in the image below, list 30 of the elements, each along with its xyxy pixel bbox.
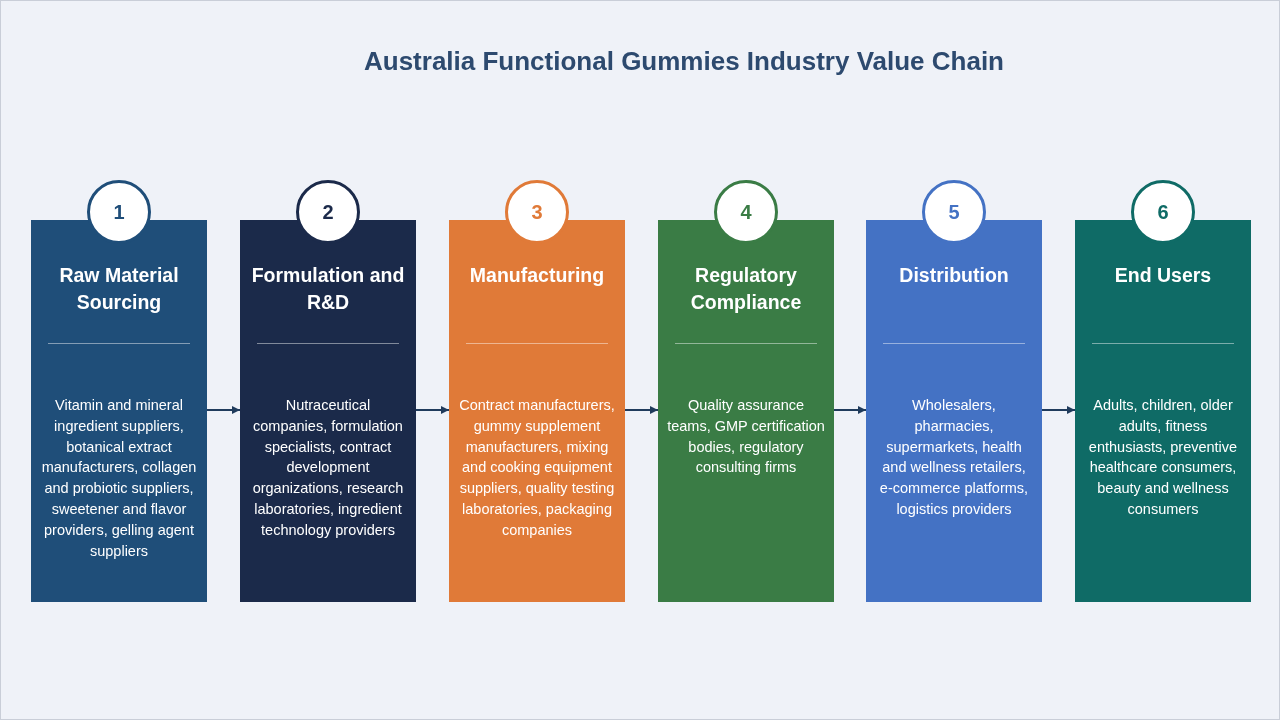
stage-title: Formulation and R&D bbox=[250, 263, 406, 315]
stage-description: Adults, children, older adults, fitness enthusiasts, preventive healthcare consumers, beauty and wellness consumers bbox=[1087, 396, 1239, 519]
stage-title: Raw Material Sourcing bbox=[58, 263, 180, 315]
stage-card bbox=[31, 220, 207, 602]
arrow bbox=[833, 406, 867, 414]
stage-title: Distribution bbox=[898, 263, 1010, 288]
step-number: 6 bbox=[1157, 200, 1169, 224]
arrow bbox=[624, 406, 659, 414]
stage-description: Quality assurance teams, GMP certification bodies, regulatory consulting firms bbox=[666, 396, 826, 478]
stage-card bbox=[449, 220, 625, 602]
step-number: 1 bbox=[113, 200, 125, 224]
stage-card bbox=[1075, 220, 1251, 602]
stage-title: Manufacturing bbox=[468, 263, 606, 288]
arrow bbox=[415, 406, 450, 414]
stage-title: Regulatory Compliance bbox=[689, 263, 803, 315]
arrow bbox=[206, 406, 241, 414]
stage-description: Contract manufacturers, gummy supplement manufacturers, mixing and cooking equipment suppliers, quality testing laboratories, packaging companies bbox=[458, 396, 616, 540]
stage-description: Nutraceutical companies, formulation specialists, contract development organizations, research laboratories, ingredient technology providers bbox=[251, 396, 405, 540]
stage-description: Wholesalers, pharmacies, supermarkets, health and wellness retailers, e-commerce platforms, logistics providers bbox=[878, 396, 1030, 519]
arrow bbox=[1041, 406, 1076, 414]
step-number: 4 bbox=[740, 200, 752, 224]
stage-description: Vitamin and mineral ingredient suppliers, botanical extract manufacturers, collagen and probiotic suppliers, sweetener and flavor providers, gelling agent suppliers bbox=[40, 396, 198, 561]
step-number: 3 bbox=[531, 200, 543, 224]
step-number: 5 bbox=[948, 200, 960, 224]
step-number: 2 bbox=[322, 200, 334, 224]
stage-card bbox=[240, 220, 416, 602]
page-title: Australia Functional Gummies Industry Value Chain bbox=[364, 45, 1004, 78]
stage-card bbox=[866, 220, 1042, 602]
stage-card bbox=[658, 220, 834, 602]
stage-title: End Users bbox=[1113, 263, 1213, 288]
